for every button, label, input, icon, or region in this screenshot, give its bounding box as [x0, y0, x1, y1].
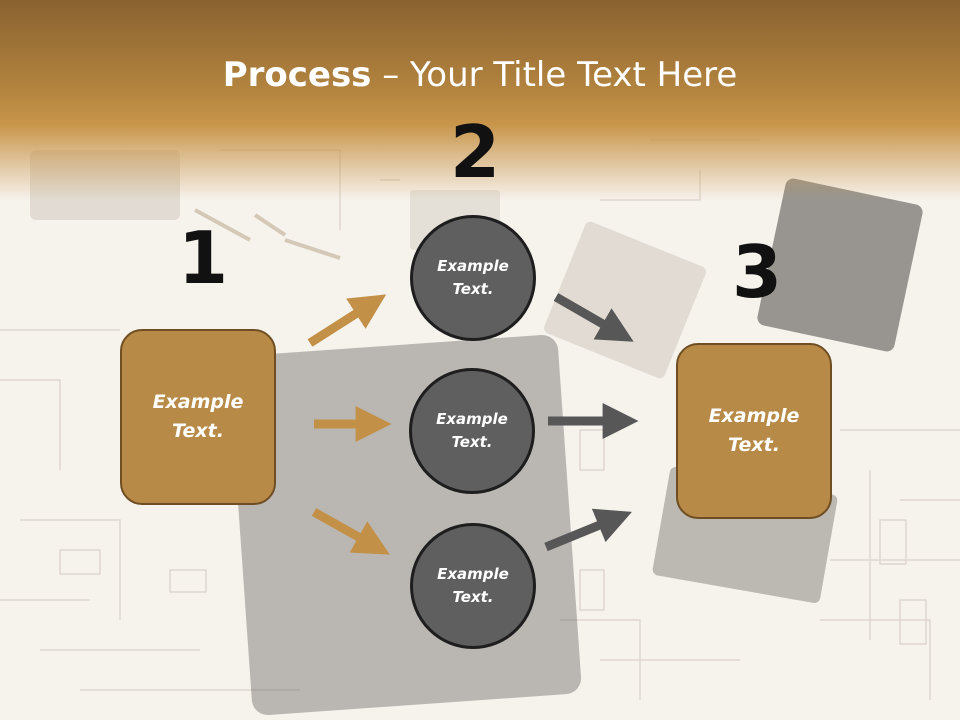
step-number-2: 2: [450, 110, 501, 194]
title-banner: [0, 0, 960, 200]
title-rest: – Your Title Text Here: [371, 55, 738, 95]
right-box-line1: Example: [708, 405, 800, 427]
step-number-3: 3: [732, 230, 783, 314]
circle-2-line1: Example: [436, 410, 508, 428]
circle-1-line1: Example: [437, 257, 509, 275]
circle-3-line1: Example: [437, 565, 509, 583]
circle-2-line2: Text.: [451, 433, 493, 451]
slide-title: Process – Your Title Text Here: [0, 52, 960, 98]
step-number-1: 1: [178, 216, 229, 300]
left-box-line2: Text.: [172, 420, 224, 442]
title-bold: Process: [222, 55, 372, 95]
left-box-line1: Example: [152, 391, 244, 413]
circle-1-line2: Text.: [452, 280, 494, 298]
right-box-line2: Text.: [728, 434, 780, 456]
circle-3-line2: Text.: [452, 588, 494, 606]
